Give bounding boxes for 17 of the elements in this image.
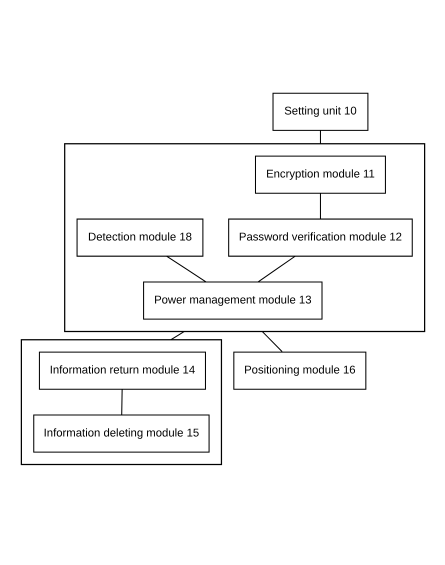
connector xyxy=(166,255,206,282)
node-box: Detection module 18 xyxy=(76,218,203,256)
connector xyxy=(261,330,282,352)
cluster xyxy=(20,338,222,465)
node-box: Power management module 13 xyxy=(142,280,322,320)
connector xyxy=(170,330,184,340)
node-box: Information return module 14 xyxy=(38,351,206,390)
node-box: Setting unit 10 xyxy=(272,92,368,130)
connector xyxy=(319,130,320,144)
connector xyxy=(120,388,122,414)
node-box: Information deleting module 15 xyxy=(32,414,210,452)
node-box: Password verification module 12 xyxy=(228,218,412,256)
connector xyxy=(257,255,295,282)
connector xyxy=(319,192,320,218)
node-box: Encryption module 11 xyxy=(254,155,386,194)
node-box: Positioning module 16 xyxy=(232,351,366,390)
cluster xyxy=(64,142,425,332)
